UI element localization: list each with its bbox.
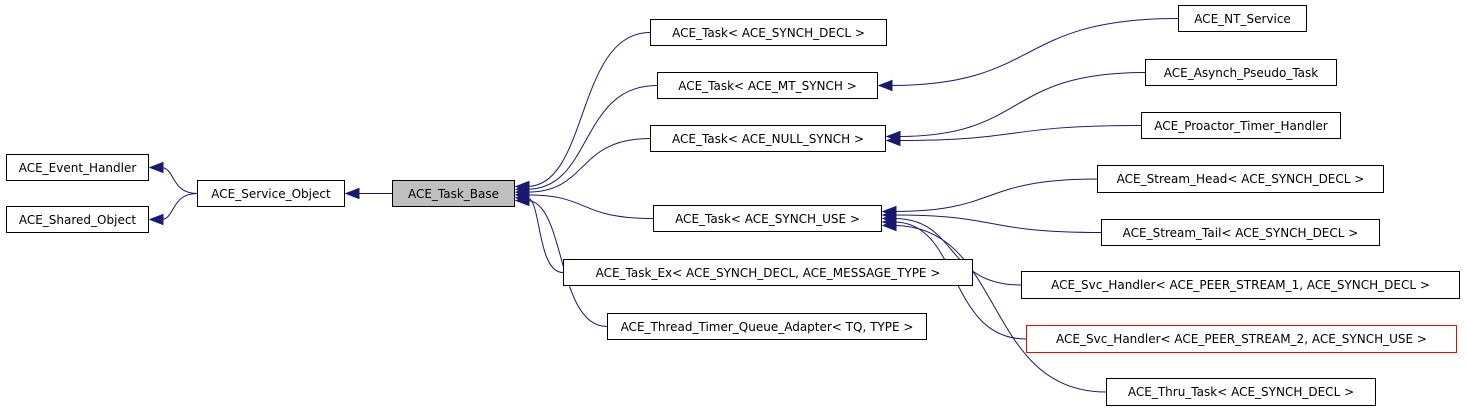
node-label: ACE_Stream_Tail< ACE_SYNCH_DECL > [1122, 225, 1359, 240]
node-label: ACE_Task< ACE_SYNCH_USE > [675, 211, 860, 226]
node-ace-thread-timer-queue-adapter[interactable]: ACE_Thread_Timer_Queue_Adapter< TQ, TYPE… [607, 313, 927, 340]
node-label: ACE_Task_Ex< ACE_SYNCH_DECL, ACE_MESSAGE… [595, 265, 941, 280]
edge-arrowhead [148, 213, 164, 226]
node-ace-task-mt-synch[interactable]: ACE_Task< ACE_MT_SYNCH > [657, 72, 878, 99]
node-ace-task-ex[interactable]: ACE_Task_Ex< ACE_SYNCH_DECL, ACE_MESSAGE… [563, 259, 973, 286]
edge-arrowhead [885, 134, 901, 147]
inheritance-edge [897, 72, 1146, 137]
node-label: ACE_Task_Base [407, 186, 500, 201]
inheritance-edge [893, 225, 1107, 393]
node-label: ACE_Event_Handler [18, 160, 137, 175]
node-ace-asynch-pseudo-task[interactable]: ACE_Asynch_Pseudo_Task [1145, 59, 1337, 86]
edge-arrowhead [881, 219, 897, 232]
node-ace-thru-task[interactable]: ACE_Thru_Task< ACE_SYNCH_DECL > [1106, 378, 1376, 406]
node-ace-event-handler[interactable]: ACE_Event_Handler [6, 154, 149, 181]
node-ace-task-synch-decl[interactable]: ACE_Task< ACE_SYNCH_DECL > [650, 19, 887, 46]
node-label: ACE_Service_Object [211, 186, 331, 201]
node-ace-nt-service[interactable]: ACE_NT_Service [1178, 5, 1307, 32]
edge-arrowhead [514, 194, 530, 207]
node-ace-task-null-synch[interactable]: ACE_Task< ACE_NULL_SYNCH > [650, 125, 886, 152]
node-label: ACE_Task< ACE_MT_SYNCH > [678, 78, 857, 93]
node-label: ACE_Task< ACE_NULL_SYNCH > [671, 131, 864, 146]
node-label: ACE_Shared_Object [18, 212, 137, 227]
node-label: ACE_Thru_Task< ACE_SYNCH_DECL > [1127, 385, 1355, 399]
inheritance-edge [526, 194, 654, 219]
edge-arrowhead [148, 161, 164, 174]
node-ace-stream-tail[interactable]: ACE_Stream_Tail< ACE_SYNCH_DECL > [1101, 219, 1380, 246]
node-ace-proactor-timer-handler[interactable]: ACE_Proactor_Timer_Handler [1141, 112, 1341, 139]
inheritance-edge [893, 214, 1102, 233]
edge-arrowhead [344, 187, 360, 200]
node-ace-service-object[interactable]: ACE_Service_Object [197, 180, 345, 207]
node-label: ACE_NT_Service [1194, 11, 1291, 26]
inheritance-edge [526, 200, 608, 327]
inheritance-edge [893, 178, 1098, 212]
node-ace-stream-head[interactable]: ACE_Stream_Head< ACE_SYNCH_DECL > [1097, 165, 1384, 193]
inheritance-edge [526, 197, 564, 273]
node-label: ACE_Stream_Head< ACE_SYNCH_DECL > [1116, 172, 1365, 186]
node-ace-task-base-current: ACE_Task_Base [392, 180, 515, 207]
inheritance-edge [526, 85, 658, 190]
inheritance-edge [893, 218, 1022, 286]
node-ace-task-synch-use[interactable]: ACE_Task< ACE_SYNCH_USE > [653, 205, 882, 232]
inheritance-edge [889, 18, 1179, 86]
inheritance-edge [160, 167, 198, 194]
node-label: ACE_Proactor_Timer_Handler [1154, 118, 1328, 133]
node-label: ACE_Task< ACE_SYNCH_DECL > [672, 25, 865, 40]
node-ace-svc-handler-peer-stream-2[interactable]: ACE_Svc_Handler< ACE_PEER_STREAM_2, ACE_… [1026, 325, 1457, 353]
inheritance-edge [526, 32, 651, 187]
node-ace-svc-handler-peer-stream-1[interactable]: ACE_Svc_Handler< ACE_PEER_STREAM_1, ACE_… [1021, 271, 1460, 299]
inheritance-edge [160, 193, 198, 220]
node-label: ACE_Asynch_Pseudo_Task [1163, 65, 1319, 80]
node-ace-shared-object[interactable]: ACE_Shared_Object [6, 206, 149, 233]
node-label: ACE_Svc_Handler< ACE_PEER_STREAM_1, ACE_… [1051, 278, 1430, 292]
inheritance-edge [897, 125, 1142, 141]
edge-arrowhead [877, 79, 893, 92]
node-label: ACE_Svc_Handler< ACE_PEER_STREAM_2, ACE_… [1056, 332, 1427, 346]
node-label: ACE_Thread_Timer_Queue_Adapter< TQ, TYPE… [620, 319, 914, 334]
inheritance-edge [526, 138, 651, 193]
